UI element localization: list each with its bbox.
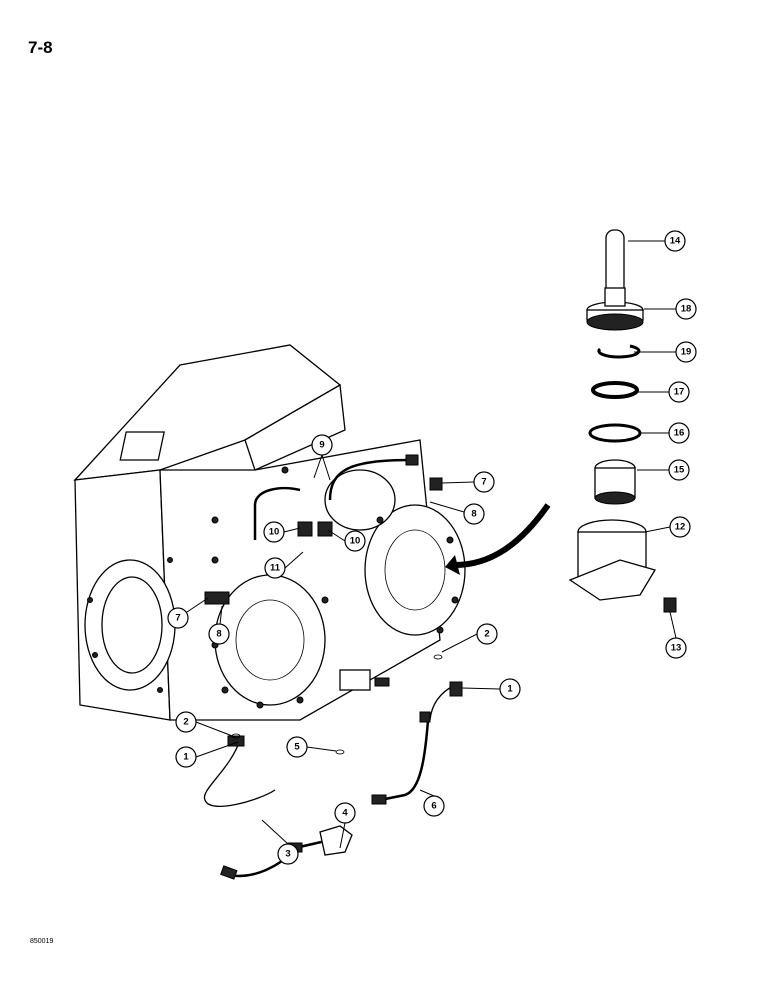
callout-label: 19	[681, 347, 692, 358]
callout-1: 1	[175, 746, 197, 768]
callout-10: 10	[344, 530, 366, 552]
callout-label: 10	[269, 527, 280, 538]
callout-4: 4	[334, 802, 356, 824]
exploded-valve-assembly	[445, 229, 677, 613]
callout-7: 7	[473, 471, 495, 493]
callout-8: 8	[208, 623, 230, 645]
callout-label: 2	[484, 629, 489, 640]
callout-3: 3	[277, 843, 299, 865]
callout-8: 8	[463, 503, 485, 525]
callout-label: 7	[481, 477, 486, 488]
callout-label: 4	[342, 808, 348, 819]
callout-label: 3	[285, 849, 290, 860]
callout-label: 8	[216, 629, 221, 640]
callout-label: 18	[681, 304, 692, 315]
callout-label: 7	[175, 613, 180, 624]
page-number: 7-8	[28, 38, 53, 57]
callout-19: 19	[675, 341, 697, 363]
callout-label: 15	[674, 465, 685, 476]
callout-label: 2	[183, 717, 188, 728]
callout-label: 13	[671, 643, 682, 654]
callout-label: 1	[507, 684, 513, 695]
callout-5: 5	[286, 736, 308, 758]
transmission-housing	[73, 344, 466, 721]
callout-16: 16	[668, 422, 690, 444]
callout-12: 12	[669, 516, 691, 538]
callout-label: 17	[674, 387, 685, 398]
callout-6: 6	[423, 795, 445, 817]
callout-label: 14	[670, 236, 681, 247]
hydraulic-lines	[203, 454, 463, 880]
callout-15: 15	[668, 459, 690, 481]
callout-17: 17	[668, 381, 690, 403]
callout-13: 13	[665, 637, 687, 659]
callout-18: 18	[675, 298, 697, 320]
callout-label: 16	[674, 428, 685, 439]
callout-9: 9	[311, 434, 333, 456]
callout-label: 9	[319, 440, 324, 451]
callout-7: 7	[167, 607, 189, 629]
callout-label: 11	[270, 563, 281, 574]
callout-labels: 1 1 2 2 3 4 5 6 7 7 8 8 9 10 10 11 12 13…	[167, 230, 697, 865]
callout-label: 8	[471, 509, 476, 520]
callout-2: 2	[175, 711, 197, 733]
callout-label: 10	[350, 536, 361, 547]
callout-2: 2	[476, 623, 498, 645]
callout-10: 10	[263, 521, 285, 543]
callout-14: 14	[664, 230, 686, 252]
drawing-code: 850019	[30, 938, 54, 945]
callout-11: 11	[264, 557, 286, 579]
callout-label: 12	[675, 522, 686, 533]
callout-label: 6	[431, 801, 436, 812]
callout-label: 1	[183, 752, 189, 763]
callout-label: 5	[294, 742, 300, 753]
callout-1: 1	[499, 678, 521, 700]
